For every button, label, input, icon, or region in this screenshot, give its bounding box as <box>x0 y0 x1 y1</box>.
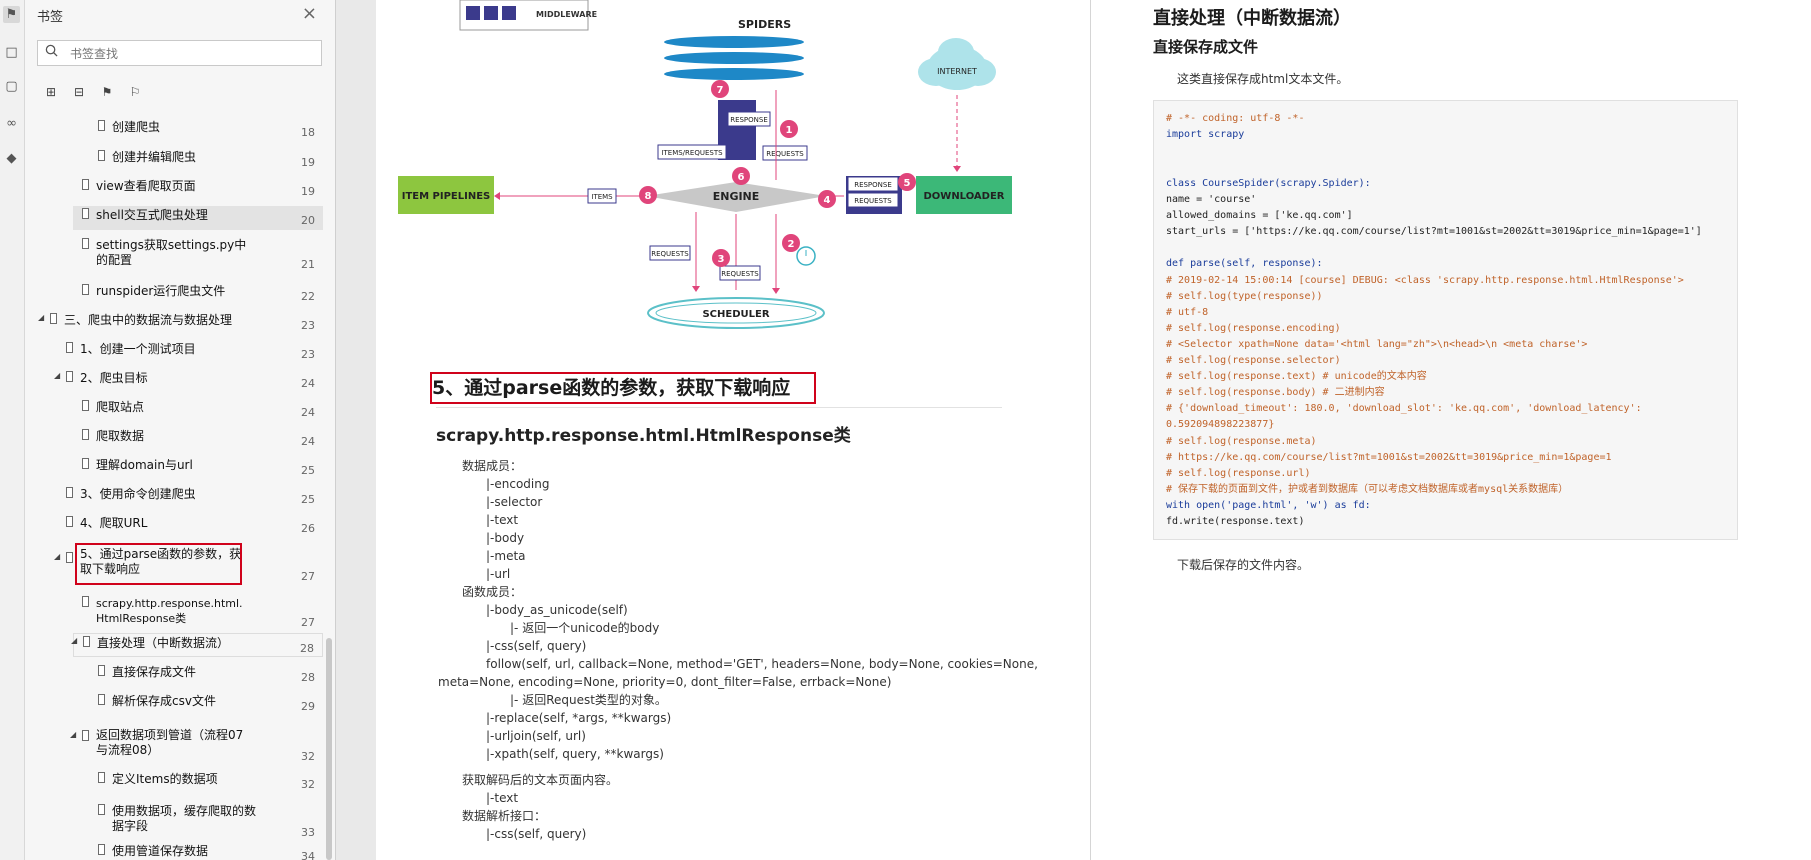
document-page-left: MIDDLEWARE SPIDERS INTERNET RESPONSE ITE… <box>376 0 1091 860</box>
svg-text:5: 5 <box>904 178 911 189</box>
collapse-triangle-icon[interactable]: ◢ <box>54 371 61 380</box>
bookmark-item-selected[interactable]: shell交互式爬虫处理 20 <box>73 206 323 230</box>
bookmark-item[interactable]: 直接保存成文件 28 <box>25 663 323 687</box>
bookmark-tree: 创建爬虫 18 创建并编辑爬虫 19 view查看爬取页面 19 shell交互… <box>25 120 323 860</box>
right-heading: 直接处理（中断数据流） <box>1153 8 1351 29</box>
bookmark-item-highlighted[interactable]: ◢ 5、通过parse函数的参数，获取下载响应 27 <box>54 547 315 583</box>
svg-text:REQUESTS: REQUESTS <box>766 150 804 158</box>
bookmark-search[interactable] <box>37 40 322 66</box>
bookmark-item[interactable]: 使用管道保存数据 34 <box>25 842 323 860</box>
svg-text:1: 1 <box>786 125 793 136</box>
diagram-scheduler-label: SCHEDULER <box>702 309 769 320</box>
svg-text:6: 6 <box>738 172 745 183</box>
heading-divider <box>436 407 1002 408</box>
outro-text: 下载后保存的文件内容。 <box>1177 558 1310 572</box>
bookmark-item[interactable]: runspider运行爬虫文件 22 <box>25 282 323 306</box>
highlight-box <box>75 543 242 585</box>
bookmark-item[interactable]: 理解domain与url 25 <box>25 456 323 480</box>
diagram-item-pipelines-label: ITEM PIPELINES <box>402 191 491 202</box>
search-input[interactable] <box>68 44 312 64</box>
diagram-spiders-label: SPIDERS <box>738 18 791 31</box>
bookmark-outline-icon[interactable]: ⚐ <box>129 85 141 99</box>
right-subheading: 直接保存成文件 <box>1153 38 1259 56</box>
bookmark-item[interactable]: 使用数据项，缓存爬取的数据字段 33 <box>25 802 323 840</box>
bookmark-item[interactable]: 创建并编辑爬虫 19 <box>25 148 323 172</box>
bookmark-item[interactable]: 3、使用命令创建爬虫 25 <box>25 485 323 509</box>
bookmark-item[interactable]: 1、创建一个测试项目 23 <box>25 340 323 364</box>
bookmark-item[interactable]: 定义Items的数据项 32 <box>25 770 323 794</box>
code-block: # -*- coding: utf-8 -*- import scrapy cl… <box>1153 100 1738 540</box>
svg-text:RESPONSE: RESPONSE <box>854 181 892 189</box>
search-icon <box>45 44 58 57</box>
collapse-triangle-icon[interactable]: ◢ <box>54 552 61 561</box>
svg-text:REQUESTS: REQUESTS <box>721 270 759 278</box>
collapse-triangle-icon[interactable]: ◢ <box>71 636 78 645</box>
bookmark-panel: 书签 × ⊞ ⊟ ⚑ ⚐ 创建爬虫 18 创建并编辑爬虫 19 view查看爬取… <box>25 0 336 860</box>
attachment-icon[interactable]: ∞ <box>6 116 17 131</box>
scrapy-architecture-diagram: MIDDLEWARE SPIDERS INTERNET RESPONSE ITE… <box>398 0 1012 329</box>
svg-text:REQUESTS: REQUESTS <box>651 250 689 258</box>
svg-text:8: 8 <box>645 191 652 202</box>
layers-icon[interactable]: ◆ <box>6 151 17 166</box>
bookmark-panel-icon[interactable]: ⚑ <box>3 6 20 23</box>
collapse-triangle-icon[interactable]: ◢ <box>38 313 45 322</box>
bookmark-item[interactable]: settings获取settings.py中的配置 21 <box>25 236 323 274</box>
heading-highlight-box <box>430 372 816 404</box>
bookmark-item[interactable]: 爬取数据 24 <box>25 427 323 451</box>
bookmark-item[interactable]: scrapy.http.response.html.HtmlResponse类 … <box>25 594 323 632</box>
svg-text:REQUESTS: REQUESTS <box>854 197 892 205</box>
svg-text:ITEMS: ITEMS <box>591 193 613 201</box>
svg-text:3: 3 <box>718 254 725 265</box>
document-page-right: 直接处理（中断数据流） 直接保存成文件 这类直接保存成html文本文件。 # -… <box>1091 0 1811 860</box>
panel-title: 书签 <box>37 10 64 25</box>
bookmark-item[interactable]: 解析保存成csv文件 29 <box>25 692 323 716</box>
svg-text:2: 2 <box>788 239 795 250</box>
svg-text:RESPONSE: RESPONSE <box>730 116 768 124</box>
diagram-engine-label: ENGINE <box>713 190 760 203</box>
bookmark-item[interactable]: 创建爬虫 18 <box>25 120 323 142</box>
diagram-internet-label: INTERNET <box>937 67 977 76</box>
add-bookmark-icon[interactable]: ⚑ <box>101 85 113 99</box>
intro-text: 这类直接保存成html文本文件。 <box>1177 72 1349 86</box>
collapse-all-icon[interactable]: ⊟ <box>73 85 85 99</box>
diagram-middleware-label: MIDDLEWARE <box>536 10 597 19</box>
thumbnail-icon[interactable]: □ <box>5 45 18 60</box>
bookmark-item[interactable]: 4、爬取URL 26 <box>25 514 323 538</box>
close-icon[interactable]: × <box>301 3 317 24</box>
bookmark-item[interactable]: ◢ 返回数据项到管道（流程07与流程08） 32 <box>70 728 315 763</box>
bookmark-item[interactable]: ◢ 2、爬虫目标 24 <box>54 371 315 390</box>
sidebar-scrollbar[interactable] <box>326 638 332 860</box>
bookmark-item[interactable]: ◢ 三、爬虫中的数据流与数据处理 23 <box>38 313 315 332</box>
bookmark-item[interactable]: ◢ 直接处理（中断数据流） 28 <box>71 633 323 657</box>
page-icon[interactable]: ▢ <box>5 79 18 94</box>
bookmark-item[interactable]: view查看爬取页面 19 <box>25 177 323 201</box>
bookmark-item[interactable]: 爬取站点 24 <box>25 398 323 422</box>
diagram-downloader-label: DOWNLOADER <box>923 191 1004 202</box>
svg-text:ITEMS/REQUESTS: ITEMS/REQUESTS <box>661 149 723 157</box>
left-tool-strip: ⚑ □ ▢ ∞ ◆ <box>0 0 25 860</box>
class-heading: scrapy.http.response.html.HtmlResponse类 <box>436 426 851 446</box>
section-heading: 5、通过parse函数的参数，获取下载响应 <box>432 377 791 399</box>
expand-all-icon[interactable]: ⊞ <box>45 85 57 99</box>
collapse-triangle-icon[interactable]: ◢ <box>70 730 77 739</box>
svg-text:4: 4 <box>824 195 831 206</box>
svg-text:7: 7 <box>717 85 724 96</box>
